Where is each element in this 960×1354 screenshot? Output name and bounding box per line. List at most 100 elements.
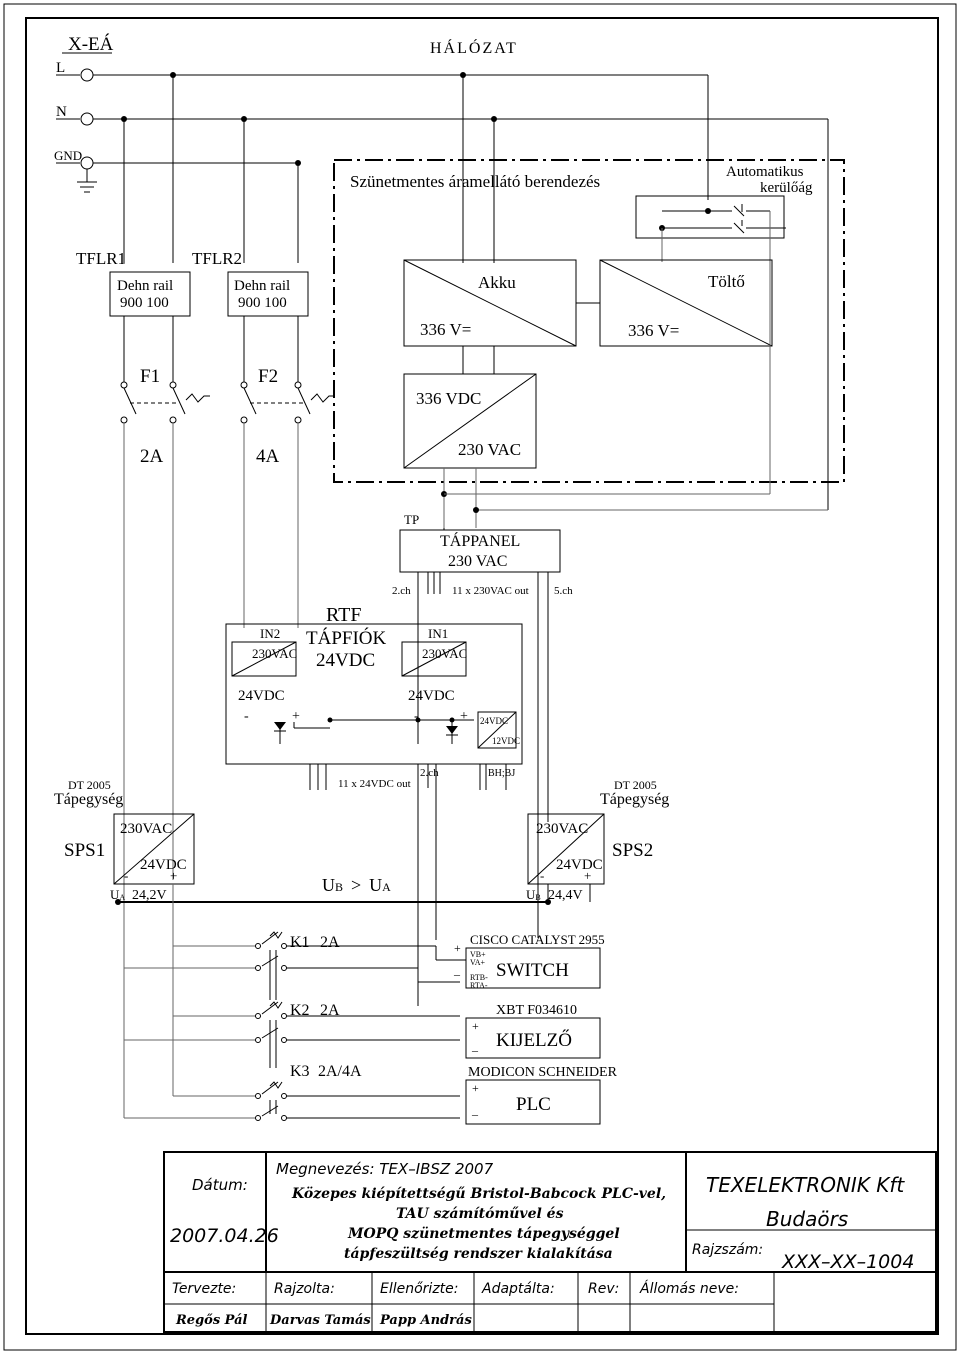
rajzszam-value: XXX–XX–1004	[781, 1251, 914, 1273]
sps2-dt: DT 2005	[614, 778, 657, 792]
sps2-in: 230VAC	[536, 821, 588, 837]
tflr2-label: TFLR2	[192, 249, 242, 268]
rajzolta-value: Darvas Tamás	[269, 1313, 371, 1328]
bypass-label-2: kerülőág	[760, 180, 813, 196]
switch-va: VA+	[470, 958, 486, 967]
bypass-label-1: Automatikus	[726, 164, 804, 180]
adaptalta-label: Adaptálta:	[481, 1281, 555, 1297]
rtf-minus-left: -	[244, 709, 249, 724]
f2-label: F2	[258, 366, 278, 387]
sps2-value: 24,4V	[548, 888, 583, 903]
k1-rating: 2A	[320, 934, 340, 951]
l-terminal	[80, 68, 94, 82]
ups-title: Szünetmentes áramellátó berendezés	[350, 172, 600, 191]
rtf-minus-right: -	[414, 709, 419, 724]
rtf-in2-converter	[231, 641, 297, 677]
switch-label: SWITCH	[496, 960, 569, 981]
sps2-tapegyseg: Tápegység	[600, 791, 669, 808]
tappanel-voltage: 230 VAC	[448, 553, 507, 570]
dehn-rail-2	[227, 271, 309, 317]
bypass-switch-icon	[659, 204, 786, 234]
rtf-plus-left: +	[292, 709, 300, 724]
xbt-label: XBT F034610	[496, 1003, 577, 1018]
kijelzo-minus: –	[471, 1043, 479, 1057]
rtf-dc-converter	[477, 711, 517, 749]
switch-vb: VB+	[470, 950, 486, 959]
kijelzo-block	[465, 1017, 601, 1059]
inverter-ac: 230 VAC	[458, 440, 521, 459]
feeder-wires	[123, 75, 829, 510]
switch-minus: –	[453, 967, 461, 981]
rajzolta-label: Rajzolta:	[274, 1281, 335, 1297]
sps1-block	[113, 813, 195, 885]
rtf-in1-label: IN1	[428, 626, 448, 641]
k3-label: K3	[290, 1063, 310, 1080]
tappanel-title: TÁPPANEL	[440, 531, 520, 550]
switch-plus: +	[454, 941, 461, 955]
xea-label: X-EÁ	[68, 33, 114, 55]
dehn1-line1: Dehn rail	[117, 278, 173, 294]
title-block	[163, 1151, 937, 1333]
cisco-label: CISCO CATALYST 2955	[470, 932, 605, 947]
sps1-dt: DT 2005	[68, 778, 111, 792]
tflr1-label: TFLR1	[76, 249, 126, 268]
ellenorizte-value: Papp András	[379, 1313, 472, 1328]
rtf-conv-out: 12VDC	[492, 736, 520, 746]
tappanel-out: 11 x 230VAC out	[452, 585, 529, 597]
rtf-block	[225, 623, 523, 765]
sps1-in: 230VAC	[120, 821, 172, 837]
bypass-switch-box	[635, 195, 785, 239]
sps2-name: SPS2	[612, 840, 653, 861]
ups-enclosure	[333, 159, 845, 483]
f2-breaker-icon	[240, 381, 335, 424]
sps1-plus: +	[170, 868, 177, 883]
sps1-tapegyseg: Tápegység	[54, 791, 123, 808]
rtf-bhbj: BH;BJ	[488, 768, 515, 779]
sps2-block	[527, 813, 605, 885]
f2-rating: 4A	[256, 446, 280, 467]
mains-bus	[56, 68, 828, 193]
sps2-out: 24VDC	[556, 857, 603, 873]
megnevezes: Megnevezés: TEX–IBSZ 2007	[276, 1160, 494, 1178]
k1-label: K1	[290, 934, 310, 951]
rtf-plus-right: +	[460, 709, 468, 724]
desc-line2: TAU számítóművel és	[396, 1206, 564, 1222]
gnd-label: GND	[54, 148, 82, 163]
inverter-block	[403, 373, 537, 469]
company-city: Budaörs	[766, 1207, 848, 1231]
kijelzo-label: KIJELZŐ	[496, 1029, 572, 1051]
rtf-out24: 11 x 24VDC out	[338, 778, 411, 790]
inner-border	[25, 17, 939, 1335]
k2-label: K2	[290, 1002, 310, 1019]
rtf-in1-voltage: 230VAC	[422, 646, 467, 661]
rtf-ch2: 2.ch	[420, 767, 439, 779]
inverter-dc: 336 VDC	[416, 389, 481, 408]
tp-label: TP	[404, 512, 419, 527]
dehn-rail-1	[109, 271, 191, 317]
k3-relay-icon	[124, 1081, 287, 1121]
rtf-title: RTF	[326, 604, 361, 626]
sps1-minus: -	[124, 868, 128, 883]
f1-breaker-icon	[120, 381, 210, 424]
modicon-label: MODICON SCHNEIDER	[468, 1065, 618, 1080]
n-terminal	[80, 112, 94, 126]
charger-voltage: 336 V=	[628, 321, 679, 340]
gnd-terminal	[80, 156, 94, 170]
plc-plus: +	[472, 1081, 479, 1095]
akku-voltage: 336 V=	[420, 320, 471, 339]
rajzszam-label: Rajzszám:	[692, 1242, 763, 1258]
rtf-in1-converter	[401, 641, 467, 677]
k3-rating: 2A/4A	[318, 1063, 362, 1080]
sps2-plus: +	[584, 868, 591, 883]
rtf-sub2: 24VDC	[316, 650, 375, 671]
dehn2-line1: Dehn rail	[234, 278, 290, 294]
tervezte-label: Tervezte:	[172, 1281, 236, 1297]
tervezte-value: Regős Pál	[175, 1313, 248, 1328]
plc-label: PLC	[516, 1094, 551, 1115]
sps2-minus: -	[540, 868, 544, 883]
company-name: TEXELEKTRONIK Kft	[706, 1173, 905, 1197]
sps2-u: UB	[526, 887, 541, 902]
tappanel-ch2: 2.ch	[392, 585, 411, 597]
